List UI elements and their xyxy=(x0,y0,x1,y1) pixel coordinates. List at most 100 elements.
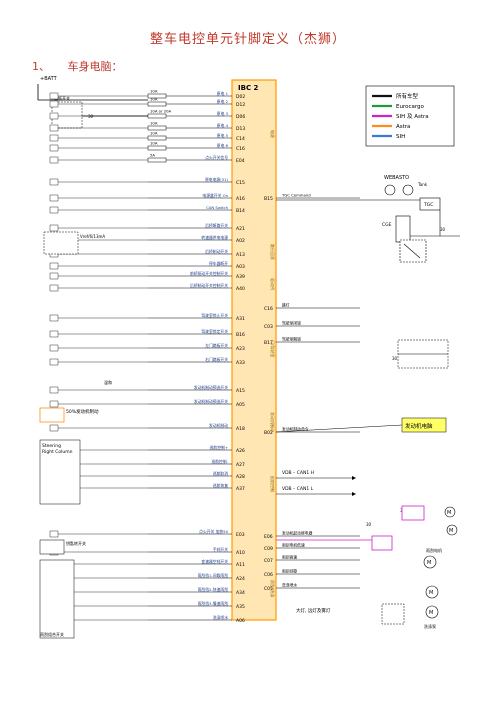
washer-pump-icon xyxy=(425,585,439,599)
engine-ecu-label: 发动机电脑 xyxy=(405,422,433,430)
switch-symbol xyxy=(49,386,59,394)
starter-relay-2 xyxy=(371,535,393,551)
relay-box xyxy=(399,239,427,263)
left-pin-label: 左门踏板开关 xyxy=(205,343,228,348)
switch-symbol xyxy=(49,330,59,338)
left-pin-label: 手刹开关 xyxy=(213,547,228,552)
can-h-arrow xyxy=(352,476,356,480)
right-pin-code: C09 xyxy=(264,546,273,552)
side-group-label: 驱动桥 xyxy=(270,278,276,290)
left-pin-code: A11 xyxy=(236,562,245,568)
left-pin-label: 右门踏板开关 xyxy=(205,357,228,362)
cge-relay xyxy=(395,215,411,243)
wiper-switch-label: 雨刮组合开关 xyxy=(40,631,64,637)
switch-symbol xyxy=(49,530,59,538)
switch-symbol xyxy=(49,124,59,132)
left-pin-code: B16 xyxy=(236,332,245,338)
wiper-motor-m: M xyxy=(427,560,431,566)
switch-symbol xyxy=(49,358,59,366)
left-pin-code: D13 xyxy=(236,126,245,132)
left-pin-label: 驾驶室锁定开关 xyxy=(201,329,228,334)
switch-symbol xyxy=(49,344,59,352)
left-pin-code: A21 xyxy=(236,226,245,232)
left-pin-label: 点火开关 加热50 xyxy=(199,529,228,534)
right-pin-label: 雨刮高速 xyxy=(282,555,297,560)
left-pin-label: 巡航恢复 xyxy=(213,483,228,488)
relay-coil xyxy=(403,243,421,259)
starter-motor-icon-1 xyxy=(444,506,456,518)
right-pin-label: 洗涤喷水 xyxy=(282,583,297,588)
wiper-switch-box xyxy=(39,559,75,639)
left-pin-code: A26 xyxy=(236,448,245,454)
left-pin-label: 变速器空档开关 xyxy=(201,559,228,564)
left-pin-code: A05 xyxy=(236,402,245,408)
fuse-rating: 10A xyxy=(150,97,158,102)
left-pin-code: C15 xyxy=(236,180,245,186)
left-pin-code: A13 xyxy=(236,252,245,258)
left-pin-label: 雨刮挡3-慢速雨刮 xyxy=(198,601,229,606)
left-pin-label: 原电 5 xyxy=(217,133,229,138)
left-pin-label: 巡航控制- xyxy=(211,459,228,464)
starter-motor-icon-2 xyxy=(446,524,458,536)
side-group-label: 门/驾驶室 xyxy=(270,340,276,357)
left-pin-label: 后桥断路开关 xyxy=(205,223,228,228)
steering-label-2: Right Column xyxy=(42,449,73,455)
switch-symbol xyxy=(49,100,59,108)
left-pin-label: 前桥驱动开关控制开关 xyxy=(190,271,228,276)
left-pin-code: A15 xyxy=(236,388,245,394)
left-pin-label: 巡航控制+ xyxy=(210,445,228,450)
left-pin-code: A10 xyxy=(236,550,245,556)
left-pin-code: A39 xyxy=(236,274,245,280)
right-pin-code: B17 xyxy=(264,340,273,346)
switch-symbol xyxy=(49,134,59,142)
tank-label: Tank xyxy=(417,182,428,187)
left-pin-code: B14 xyxy=(236,208,245,214)
left-pin-label: 巡航取消 xyxy=(213,471,228,476)
page-title: 整车电控单元针脚定义（杰狮） xyxy=(149,32,346,47)
left-pin-label: 原电 6 xyxy=(217,143,229,148)
left-pin-label: 原电电源(31) xyxy=(205,177,228,182)
right-pin-label: TGC Command xyxy=(281,193,311,198)
left-pin-code: D12 xyxy=(236,102,245,108)
switch-symbol xyxy=(49,156,59,164)
side-group-label: 巡航控制 xyxy=(270,476,276,492)
switch-symbol xyxy=(49,144,59,152)
webasto-lamp-2 xyxy=(402,184,414,196)
ecu-name: IBC 2 xyxy=(238,84,259,92)
right-pin-label: 雨刮间歇 xyxy=(282,569,297,574)
left-pin-code: A37 xyxy=(236,486,245,492)
side-group-label: 发动机制动 xyxy=(270,412,276,432)
left-pin-label: 原电 3 xyxy=(217,111,229,116)
tgc-box xyxy=(419,197,441,211)
left-pin-label: 洗涤喷水 xyxy=(213,615,228,620)
switch-symbol xyxy=(49,194,59,202)
left-pin-code: A02 xyxy=(236,238,245,244)
switch-symbol xyxy=(49,400,59,408)
switch-symbol xyxy=(49,206,59,214)
right-pin-code: C16 xyxy=(264,306,273,312)
can-l-label: VDB – CAN1 L xyxy=(282,486,314,492)
left-pin-label: 发动机制动 xyxy=(209,423,228,428)
fuse-symbol xyxy=(147,157,167,163)
section-title: 车身电脑： xyxy=(67,60,123,73)
left-pin-code: E03 xyxy=(236,532,245,538)
left-pin-code: A03 xyxy=(236,264,245,270)
left-pin-code: A24 xyxy=(236,576,245,582)
left-pin-label: 原电 4 xyxy=(217,123,229,128)
switch-symbol xyxy=(49,112,59,120)
left-pin-label: 雨刮挡2-快速雨刮 xyxy=(198,587,229,592)
can-h-label: VDB – CAN1 H xyxy=(282,470,314,476)
left-pin-label: 后桥制动开关 xyxy=(205,249,228,254)
key-switch-box xyxy=(39,539,65,555)
resistor-label: Vref/6/13mA xyxy=(80,234,105,239)
left-pin-code: A16 xyxy=(236,196,245,202)
fuse-rating: 10A xyxy=(150,121,158,126)
switch-symbol xyxy=(49,314,59,322)
side-group-label: 跛行回家 xyxy=(270,244,276,260)
node-30-label: 30 xyxy=(88,114,94,119)
left-pin-label: 原电 2 xyxy=(217,99,229,104)
left-pin-label: 发动机制动预选开关 xyxy=(194,385,228,390)
legend-label: Eurocargo xyxy=(396,104,425,110)
headlight-label: 大灯, 远灯及雾灯 xyxy=(296,607,331,614)
